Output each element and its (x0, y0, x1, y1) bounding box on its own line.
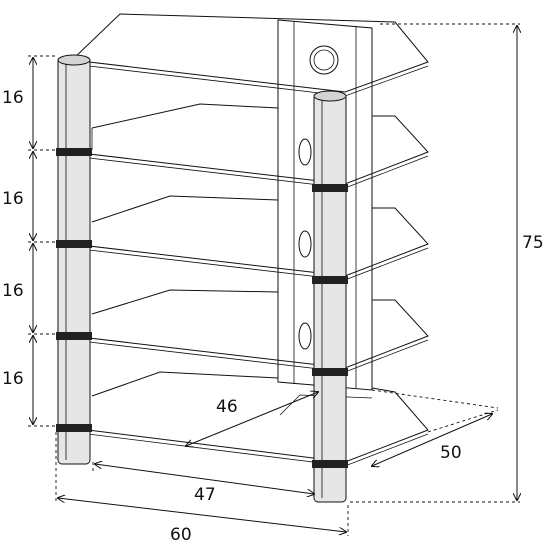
dim-shelf-gap-3: 16 (2, 281, 24, 301)
shelf-3 (71, 195, 429, 281)
dim-inner-depth: 46 (216, 397, 238, 417)
shelf-1 (70, 13, 429, 97)
cable-hole (298, 230, 312, 258)
dim-depth: 50 (440, 443, 462, 463)
dim-shelf-gap-1: 16 (2, 88, 24, 108)
shelf-4 (71, 289, 429, 373)
dim-inner-width: 47 (194, 485, 216, 505)
inner-width-dimension-line (92, 462, 314, 494)
shelf-2 (71, 103, 429, 189)
cable-hole (298, 322, 312, 350)
total-width-dimension-line (55, 432, 349, 536)
dim-shelf-gap-2: 16 (2, 189, 24, 209)
shelf-5 (71, 371, 429, 467)
dim-total-height: 75 (522, 233, 544, 253)
cable-hole (309, 45, 339, 75)
front-left-pillar (56, 54, 92, 465)
dim-shelf-gap-4: 16 (2, 369, 24, 389)
dim-total-width: 60 (170, 525, 192, 545)
front-right-pillar (312, 90, 348, 503)
depth-dimension-line (372, 389, 499, 466)
inner-depth-dimension-line (186, 392, 318, 446)
cable-hole (298, 138, 312, 166)
height-dimension-line (350, 23, 520, 503)
left-dimension-lines (28, 55, 58, 427)
